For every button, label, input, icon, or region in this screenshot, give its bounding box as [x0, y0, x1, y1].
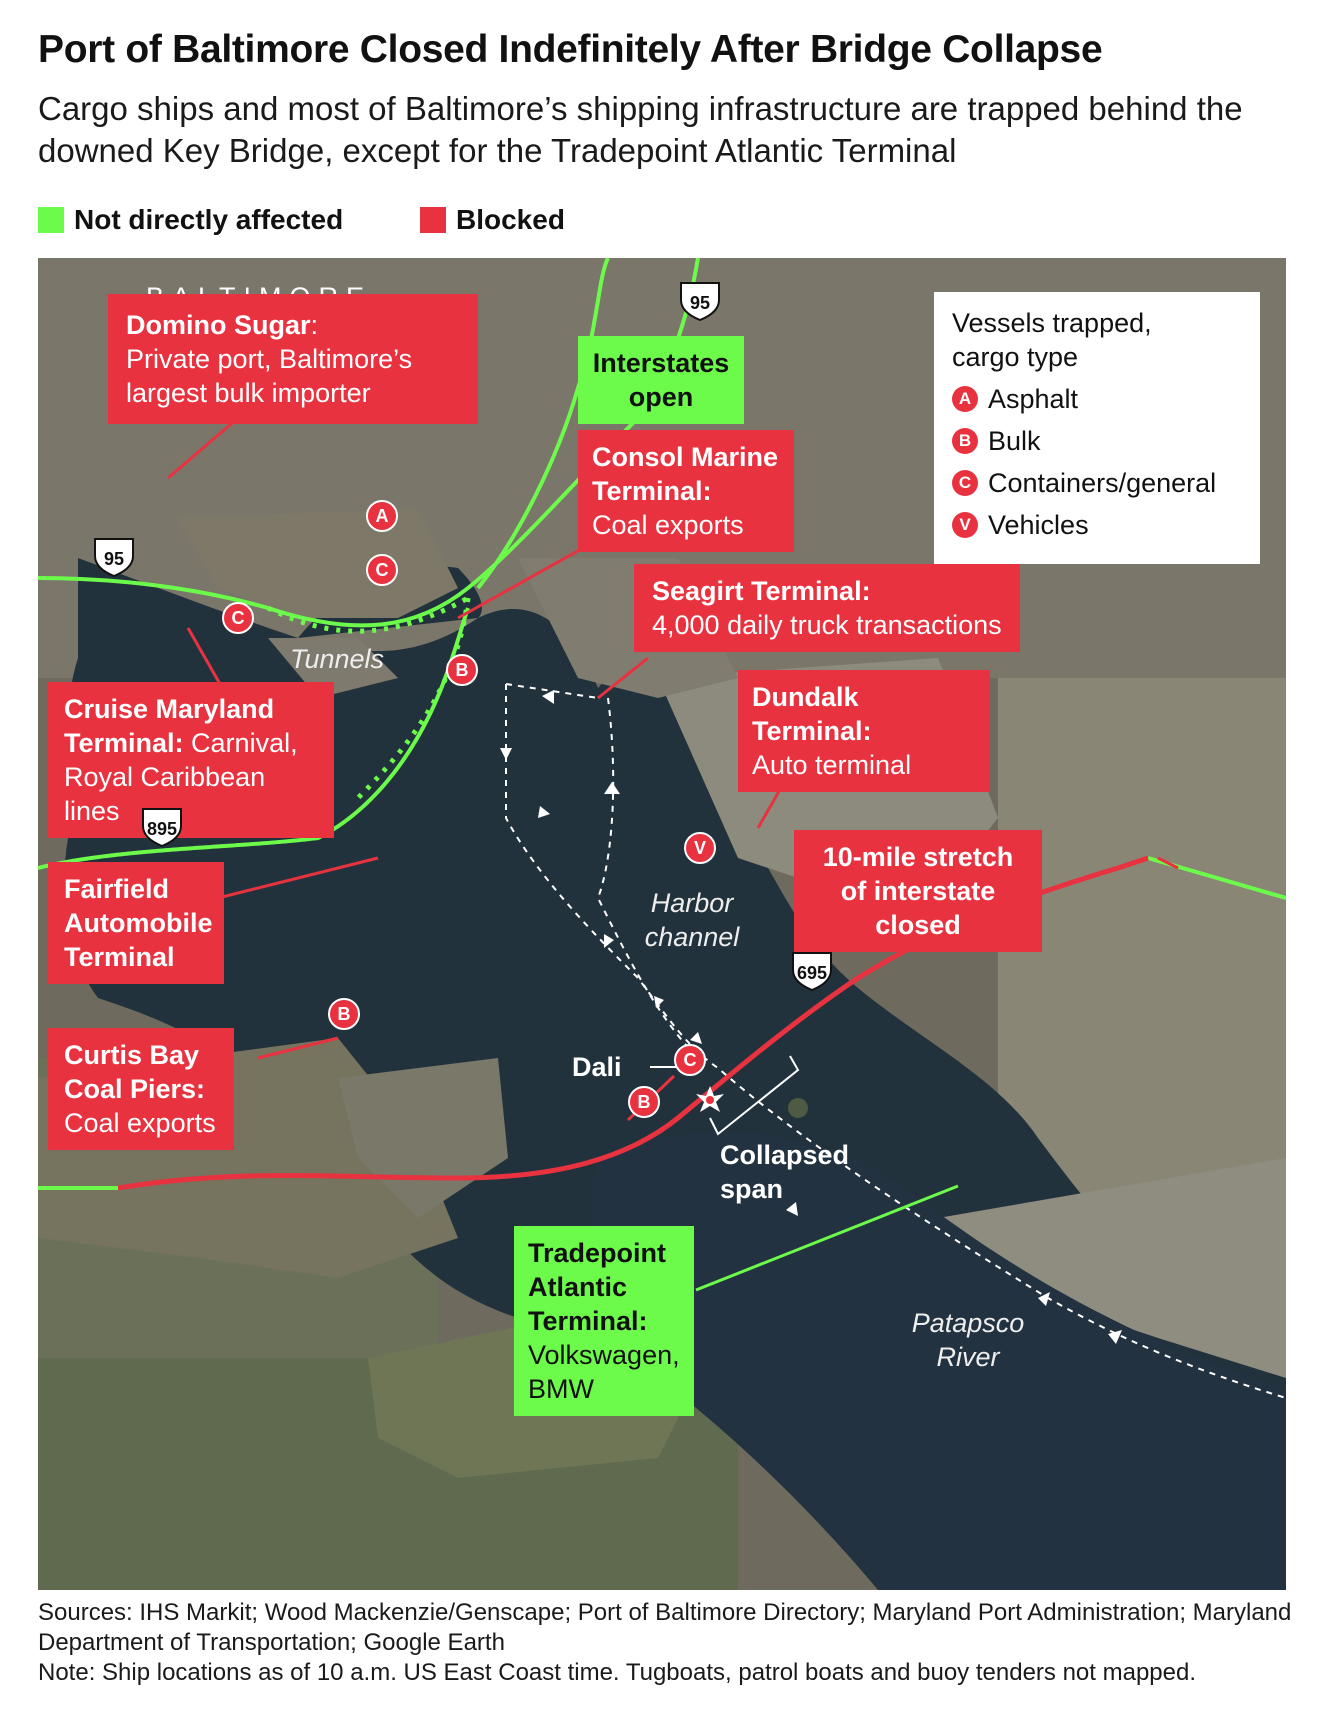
shield-895-label: 895	[146, 819, 178, 839]
callout-domino-name: Domino Sugar	[126, 310, 311, 340]
page-title: Port of Baltimore Closed Indefinitely Af…	[38, 28, 1103, 71]
callout-interstate-closed: 10-mile stretch of interstate closed	[794, 830, 1042, 952]
callout-dundalk-text: Auto terminal	[752, 750, 912, 780]
key-row-containers: C Containers/general	[952, 466, 1242, 500]
callout-fairfield-name: Fairfield Automobile Terminal	[64, 874, 213, 972]
callout-closed-text: 10-mile stretch of interstate closed	[822, 842, 1014, 940]
key-label-containers: Containers/general	[988, 468, 1217, 498]
callout-curtis-name: Curtis Bay Coal Piers:	[64, 1040, 206, 1104]
callout-dundalk: Dundalk Terminal: Auto terminal	[738, 670, 990, 792]
callout-consol-text: Coal exports	[592, 510, 744, 540]
harbor-map: BALTIMORE Domino Sugar: Private port, Ba…	[38, 258, 1286, 1590]
callout-tradepoint-name: Tradepoint Atlantic Terminal:	[528, 1238, 667, 1336]
interstate-shield-95-west: 95	[92, 536, 136, 578]
callout-seagirt-name: Seagirt Terminal:	[652, 576, 871, 606]
vessel-key: Vessels trapped, cargo type A Asphalt B Bu…	[934, 292, 1260, 564]
legend-label-blocked: Blocked	[456, 204, 565, 235]
callout-tradepoint-text: Volkswagen, BMW	[528, 1340, 680, 1404]
legend-label-not-affected: Not directly affected	[74, 204, 344, 235]
footer: Sources: IHS Markit; Wood Mackenzie/Gens…	[38, 1598, 1298, 1688]
footer-note: Note: Ship locations as of 10 a.m. US Ea…	[38, 1659, 1196, 1686]
vessel-marker-dali: C	[674, 1044, 706, 1076]
interstate-shield-695: 695	[790, 950, 834, 992]
callout-dundalk-name: Dundalk Terminal:	[752, 682, 872, 746]
label-tunnels: Tunnels	[290, 644, 385, 674]
label-collapsed-span: Collapsed span	[720, 1140, 850, 1204]
callout-interstates-text: Interstates open	[592, 348, 730, 412]
interstate-shield-895: 895	[140, 806, 184, 848]
callout-cruise-name: Cruise Maryland Terminal:	[64, 694, 275, 758]
callout-interstates-open: Interstates open	[578, 336, 744, 424]
key-dot-c: C	[952, 470, 978, 496]
key-dot-b: B	[952, 428, 978, 454]
vessel-marker-asphalt: A	[366, 500, 398, 532]
label-harbor-channel: Harbor channel	[644, 888, 740, 952]
legend-not-affected: Not directly affected	[38, 204, 343, 236]
legend-blocked: Blocked	[420, 204, 565, 236]
shield-95-north-label: 95	[689, 293, 711, 313]
callout-cruise-text: Carnival, Royal Caribbean lines	[64, 728, 298, 826]
vessel-marker-container: C	[222, 602, 254, 634]
legend-swatch-red	[420, 207, 446, 233]
key-label-asphalt: Asphalt	[988, 384, 1079, 414]
vessel-marker-bulk: B	[446, 654, 478, 686]
callout-domino-sep: :	[310, 310, 319, 340]
vessel-marker-container: C	[366, 554, 398, 586]
callout-seagirt-text: 4,000 daily truck transactions	[652, 610, 1002, 640]
label-patapsco-river: Patapsco River	[911, 1308, 1025, 1372]
callout-cruise-maryland: Cruise Maryland Terminal: Carnival, Roya…	[48, 682, 334, 838]
key-label-bulk: Bulk	[988, 426, 1041, 456]
callout-curtis-bay: Curtis Bay Coal Piers: Coal exports	[48, 1028, 234, 1150]
key-label-vehicles: Vehicles	[988, 510, 1089, 540]
shield-695-label: 695	[796, 963, 828, 983]
key-row-bulk: B Bulk	[952, 424, 1242, 458]
page-subtitle: Cargo ships and most of Baltimore’s ship…	[38, 90, 1243, 169]
callout-fairfield: Fairfield Automobile Terminal	[48, 862, 224, 984]
key-dot-v: V	[952, 512, 978, 538]
callout-consol-marine: Consol Marine Terminal: Coal exports	[578, 430, 794, 552]
vessel-marker-bulk: B	[628, 1086, 660, 1118]
vessel-marker-vehicles: V	[684, 832, 716, 864]
key-dot-a: A	[952, 386, 978, 412]
callout-domino-sugar: Domino Sugar: Private port, Baltimore’s …	[108, 294, 478, 424]
callout-tradepoint: Tradepoint Atlantic Terminal: Volkswagen…	[514, 1226, 694, 1416]
key-row-vehicles: V Vehicles	[952, 508, 1242, 542]
callout-seagirt: Seagirt Terminal: 4,000 daily truck tran…	[634, 564, 1020, 652]
key-row-asphalt: A Asphalt	[952, 382, 1242, 416]
callout-domino-text: Private port, Baltimore’s largest bulk i…	[126, 344, 413, 408]
callout-consol-name: Consol Marine Terminal:	[592, 442, 779, 506]
label-dali: Dali	[572, 1052, 622, 1082]
interstate-shield-95-north: 95	[678, 280, 722, 322]
vessel-key-heading: Vessels trapped, cargo type	[952, 308, 1152, 372]
footer-sources: Sources: IHS Markit; Wood Mackenzie/Gens…	[38, 1599, 1292, 1656]
vessel-marker-bulk: B	[328, 998, 360, 1030]
callout-curtis-text: Coal exports	[64, 1108, 216, 1138]
shield-95-west-label: 95	[103, 549, 125, 569]
legend-swatch-green	[38, 207, 64, 233]
